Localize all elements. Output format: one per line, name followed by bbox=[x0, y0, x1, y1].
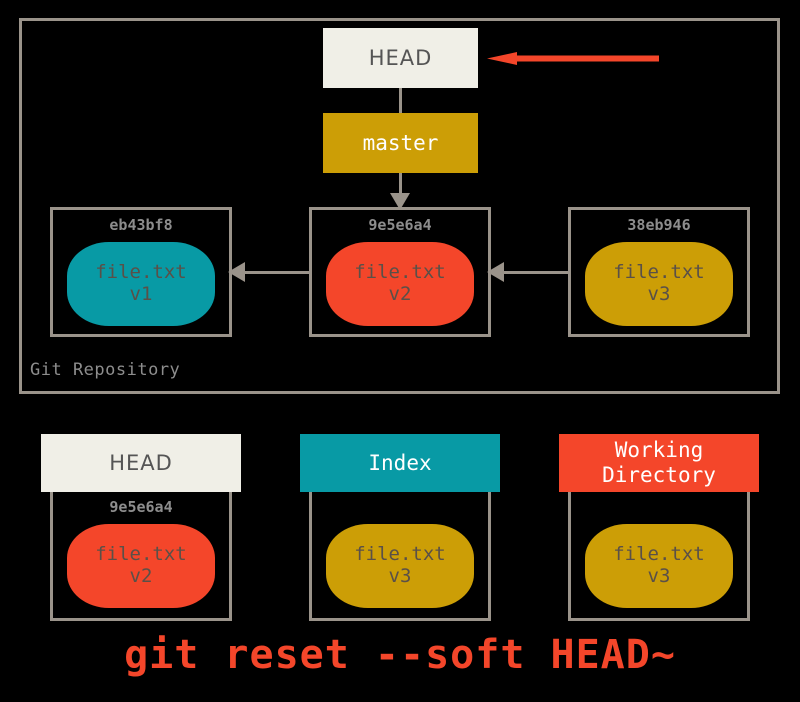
panel-header-working-directory: Working Directory bbox=[559, 434, 759, 492]
master-branch-box: master bbox=[323, 113, 478, 173]
commit-box-3: 38eb946 file.txt v3 bbox=[568, 207, 750, 337]
head-pointer-box: HEAD bbox=[323, 28, 478, 88]
panel-file-head: file.txt bbox=[95, 543, 187, 566]
commit-file-3: file.txt bbox=[613, 261, 705, 284]
panel-file-index: file.txt bbox=[354, 543, 446, 566]
commit-file-2: file.txt bbox=[354, 261, 446, 284]
panel-version-index: v3 bbox=[388, 565, 412, 587]
panel-title-head: HEAD bbox=[109, 450, 173, 475]
commit-version-3: v3 bbox=[647, 283, 671, 305]
commit-blob-1: file.txt v1 bbox=[67, 242, 215, 326]
panel-file-working-directory: file.txt bbox=[613, 543, 705, 566]
commit-parent-arrowhead-2-icon bbox=[487, 262, 504, 282]
panel-version-head: v2 bbox=[129, 565, 153, 587]
commit-hash-2: 9e5e6a4 bbox=[368, 216, 432, 234]
commit-version-1: v1 bbox=[129, 283, 153, 305]
panel-version-working-directory: v3 bbox=[647, 565, 671, 587]
panel-blob-head: file.txt v2 bbox=[67, 524, 215, 608]
commit-file-1: file.txt bbox=[95, 261, 187, 284]
panel-title-index: Index bbox=[368, 450, 432, 475]
panel-blob-working-directory: file.txt v3 bbox=[585, 524, 733, 608]
commit-parent-arrowhead-1-icon bbox=[228, 262, 245, 282]
panel-title-wd-line2: Directory bbox=[602, 463, 716, 487]
git-repository-label: Git Repository bbox=[30, 360, 181, 380]
connector-head-to-master bbox=[399, 88, 402, 113]
panel-blob-index: file.txt v3 bbox=[326, 524, 474, 608]
commit-box-1: eb43bf8 file.txt v1 bbox=[50, 207, 232, 337]
commit-blob-3: file.txt v3 bbox=[585, 242, 733, 326]
panel-header-index: Index bbox=[300, 434, 500, 492]
commit-version-2: v2 bbox=[388, 283, 412, 305]
commit-parent-arrow-line-2 bbox=[504, 271, 568, 274]
git-repository-frame bbox=[19, 18, 780, 394]
arrowhead-down-icon bbox=[390, 193, 410, 210]
connector-master-to-commit bbox=[399, 173, 402, 198]
panel-body-index: file.txt v3 bbox=[309, 492, 491, 621]
panel-header-head: HEAD bbox=[41, 434, 241, 492]
red-left-arrow-icon bbox=[487, 52, 659, 65]
commit-hash-3: 38eb946 bbox=[627, 216, 691, 234]
command-caption: git reset --soft HEAD~ bbox=[124, 632, 676, 678]
commit-hash-1: eb43bf8 bbox=[109, 216, 173, 234]
panel-title-wd-line1: Working bbox=[614, 438, 704, 463]
head-pointer-label: HEAD bbox=[368, 46, 433, 70]
panel-body-head: 9e5e6a4 file.txt v2 bbox=[50, 492, 232, 621]
master-branch-label: master bbox=[362, 131, 439, 155]
commit-box-2: 9e5e6a4 file.txt v2 bbox=[309, 207, 491, 337]
panel-body-working-directory: file.txt v3 bbox=[568, 492, 750, 621]
panel-title-working-directory: Working Directory bbox=[602, 438, 716, 488]
panel-hash-head: 9e5e6a4 bbox=[109, 498, 173, 516]
commit-parent-arrow-line-1 bbox=[245, 271, 309, 274]
commit-blob-2: file.txt v2 bbox=[326, 242, 474, 326]
